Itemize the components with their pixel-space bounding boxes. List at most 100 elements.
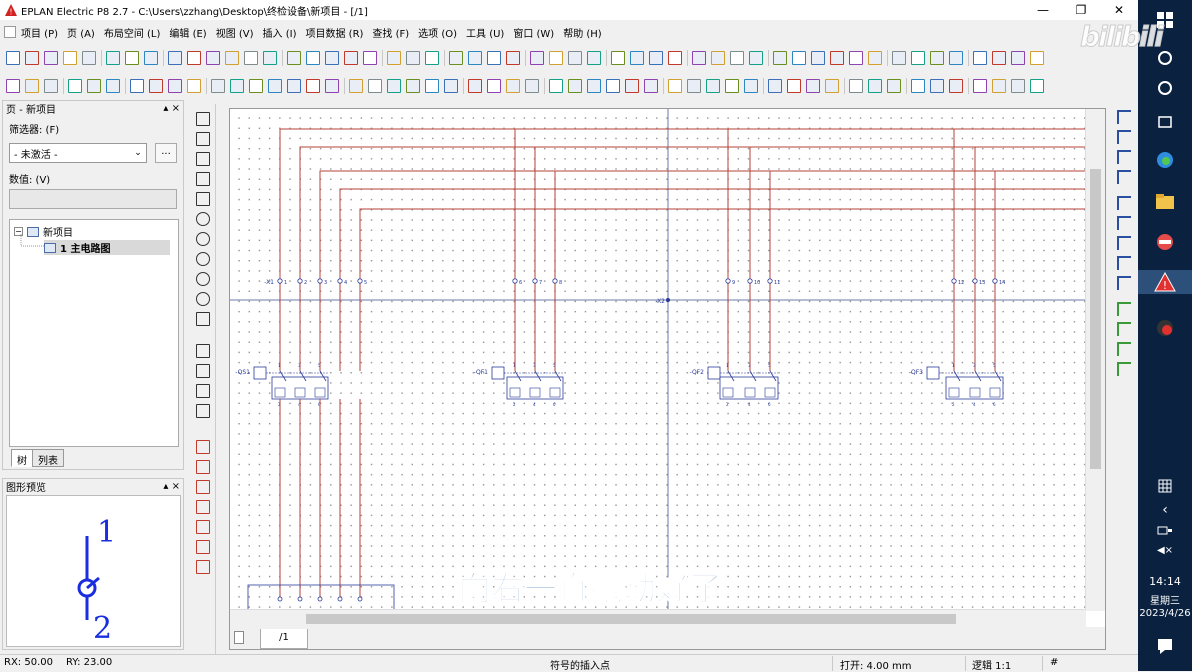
draw-image-box-icon[interactable]	[196, 192, 210, 206]
draw-arc-icon[interactable]	[196, 252, 210, 266]
standard-tool-icon[interactable]	[125, 51, 139, 65]
draw-polyline-icon[interactable]	[196, 132, 210, 146]
symbol-tool-icon[interactable]	[230, 79, 244, 93]
menu-layout-space[interactable]: 布局空间 (L)	[103, 28, 161, 40]
standard-tool-icon[interactable]	[811, 51, 825, 65]
filter-more-button[interactable]: ...	[155, 143, 177, 163]
connection-symbol-icon[interactable]	[1117, 362, 1131, 376]
connection-symbol-icon[interactable]	[1117, 170, 1131, 184]
standard-tool-icon[interactable]	[6, 51, 20, 65]
symbol-tool-icon[interactable]	[6, 79, 20, 93]
connection-symbol-icon[interactable]	[1117, 150, 1131, 164]
standard-tool-icon[interactable]	[425, 51, 439, 65]
symbol-tool-icon[interactable]	[911, 79, 925, 93]
volume-muted-icon[interactable]: ◀×	[1156, 544, 1174, 556]
symbol-tool-icon[interactable]	[744, 79, 758, 93]
file-explorer-icon[interactable]	[1153, 190, 1177, 214]
panel-pin-close[interactable]: ▴ ×	[163, 102, 180, 114]
connection-symbol-icon[interactable]	[1117, 216, 1131, 230]
edge-browser-icon[interactable]	[1153, 148, 1177, 172]
menu-help[interactable]: 帮助 (H)	[563, 28, 602, 40]
standard-tool-icon[interactable]	[549, 51, 563, 65]
symbol-tool-icon[interactable]	[887, 79, 901, 93]
tree-item-project[interactable]: − 新项目	[14, 224, 73, 239]
standard-tool-icon[interactable]	[668, 51, 682, 65]
tree-item-page-1[interactable]: 1 主电路图	[44, 240, 171, 255]
menu-page[interactable]: 页 (A)	[67, 28, 95, 40]
symbol-tool-icon[interactable]	[106, 79, 120, 93]
preview-pin-close[interactable]: ▴ ×	[163, 480, 180, 492]
symbol-tool-icon[interactable]	[992, 79, 1006, 93]
symbol-tool-icon[interactable]	[306, 79, 320, 93]
symbol-tool-icon[interactable]	[549, 79, 563, 93]
symbol-tool-icon[interactable]	[444, 79, 458, 93]
standard-tool-icon[interactable]	[263, 51, 277, 65]
standard-tool-icon[interactable]	[63, 51, 77, 65]
windows-start-icon[interactable]	[1153, 8, 1177, 32]
menu-project-data[interactable]: 项目数据 (R)	[305, 28, 364, 40]
symbol-tool-icon[interactable]	[211, 79, 225, 93]
symbol-tool-icon[interactable]	[268, 79, 282, 93]
standard-tool-icon[interactable]	[487, 51, 501, 65]
symbol-tool-icon[interactable]	[668, 79, 682, 93]
symbol-tool-icon[interactable]	[768, 79, 782, 93]
standard-tool-icon[interactable]	[406, 51, 420, 65]
standard-tool-icon[interactable]	[587, 51, 601, 65]
vertical-scroll-thumb[interactable]	[1090, 169, 1101, 469]
standard-tool-icon[interactable]	[892, 51, 906, 65]
vertical-scrollbar[interactable]	[1085, 109, 1105, 611]
draw-picture-icon[interactable]	[196, 384, 210, 398]
draw-polygon-icon[interactable]	[196, 152, 210, 166]
symbol-tool-icon[interactable]	[587, 79, 601, 93]
standard-tool-icon[interactable]	[949, 51, 963, 65]
standard-tool-icon[interactable]	[387, 51, 401, 65]
standard-tool-icon[interactable]	[506, 51, 520, 65]
standard-tool-icon[interactable]	[849, 51, 863, 65]
standard-tool-icon[interactable]	[225, 51, 239, 65]
standard-tool-icon[interactable]	[1030, 51, 1044, 65]
menu-edit[interactable]: 编辑 (E)	[169, 28, 207, 40]
notification-icon[interactable]	[1153, 634, 1177, 658]
horizontal-scroll-thumb[interactable]	[306, 614, 956, 624]
standard-tool-icon[interactable]	[344, 51, 358, 65]
draw-dim-icon[interactable]	[196, 560, 210, 574]
standard-tool-icon[interactable]	[25, 51, 39, 65]
symbol-tool-icon[interactable]	[949, 79, 963, 93]
menu-view[interactable]: 视图 (V)	[215, 28, 254, 40]
symbol-tool-icon[interactable]	[468, 79, 482, 93]
standard-tool-icon[interactable]	[449, 51, 463, 65]
standard-tool-icon[interactable]	[630, 51, 644, 65]
draw-circle-icon[interactable]	[196, 232, 210, 246]
symbol-tool-icon[interactable]	[644, 79, 658, 93]
connection-symbol-icon[interactable]	[1117, 236, 1131, 250]
standard-tool-icon[interactable]	[287, 51, 301, 65]
connection-symbol-icon[interactable]	[1117, 130, 1131, 144]
connection-symbol-icon[interactable]	[1117, 256, 1131, 270]
symbol-tool-icon[interactable]	[25, 79, 39, 93]
standard-tool-icon[interactable]	[973, 51, 987, 65]
tab-list[interactable]: 列表	[32, 449, 64, 467]
symbol-tool-icon[interactable]	[44, 79, 58, 93]
menu-find[interactable]: 查找 (F)	[372, 28, 410, 40]
standard-tool-icon[interactable]	[106, 51, 120, 65]
chevron-up-icon[interactable]: ‹	[1162, 502, 1168, 518]
draw-dim-icon[interactable]	[196, 440, 210, 454]
symbol-tool-icon[interactable]	[487, 79, 501, 93]
standard-tool-icon[interactable]	[930, 51, 944, 65]
menu-insert[interactable]: 插入 (I)	[262, 28, 297, 40]
symbol-tool-icon[interactable]	[973, 79, 987, 93]
draw-hyperlink-icon[interactable]	[196, 404, 210, 418]
page-tab-1[interactable]: /1	[260, 629, 308, 649]
symbol-tool-icon[interactable]	[706, 79, 720, 93]
menu-tools[interactable]: 工具 (U)	[466, 28, 505, 40]
symbol-tool-icon[interactable]	[249, 79, 263, 93]
filter-select[interactable]: - 未激活 - ⌄	[9, 143, 147, 163]
draw-arc-icon[interactable]	[196, 272, 210, 286]
draw-line-icon[interactable]	[196, 112, 210, 126]
draw-dim-icon[interactable]	[196, 520, 210, 534]
standard-tool-icon[interactable]	[692, 51, 706, 65]
symbol-tool-icon[interactable]	[425, 79, 439, 93]
menu-project[interactable]: 项目 (P)	[21, 28, 59, 40]
symbol-tool-icon[interactable]	[725, 79, 739, 93]
